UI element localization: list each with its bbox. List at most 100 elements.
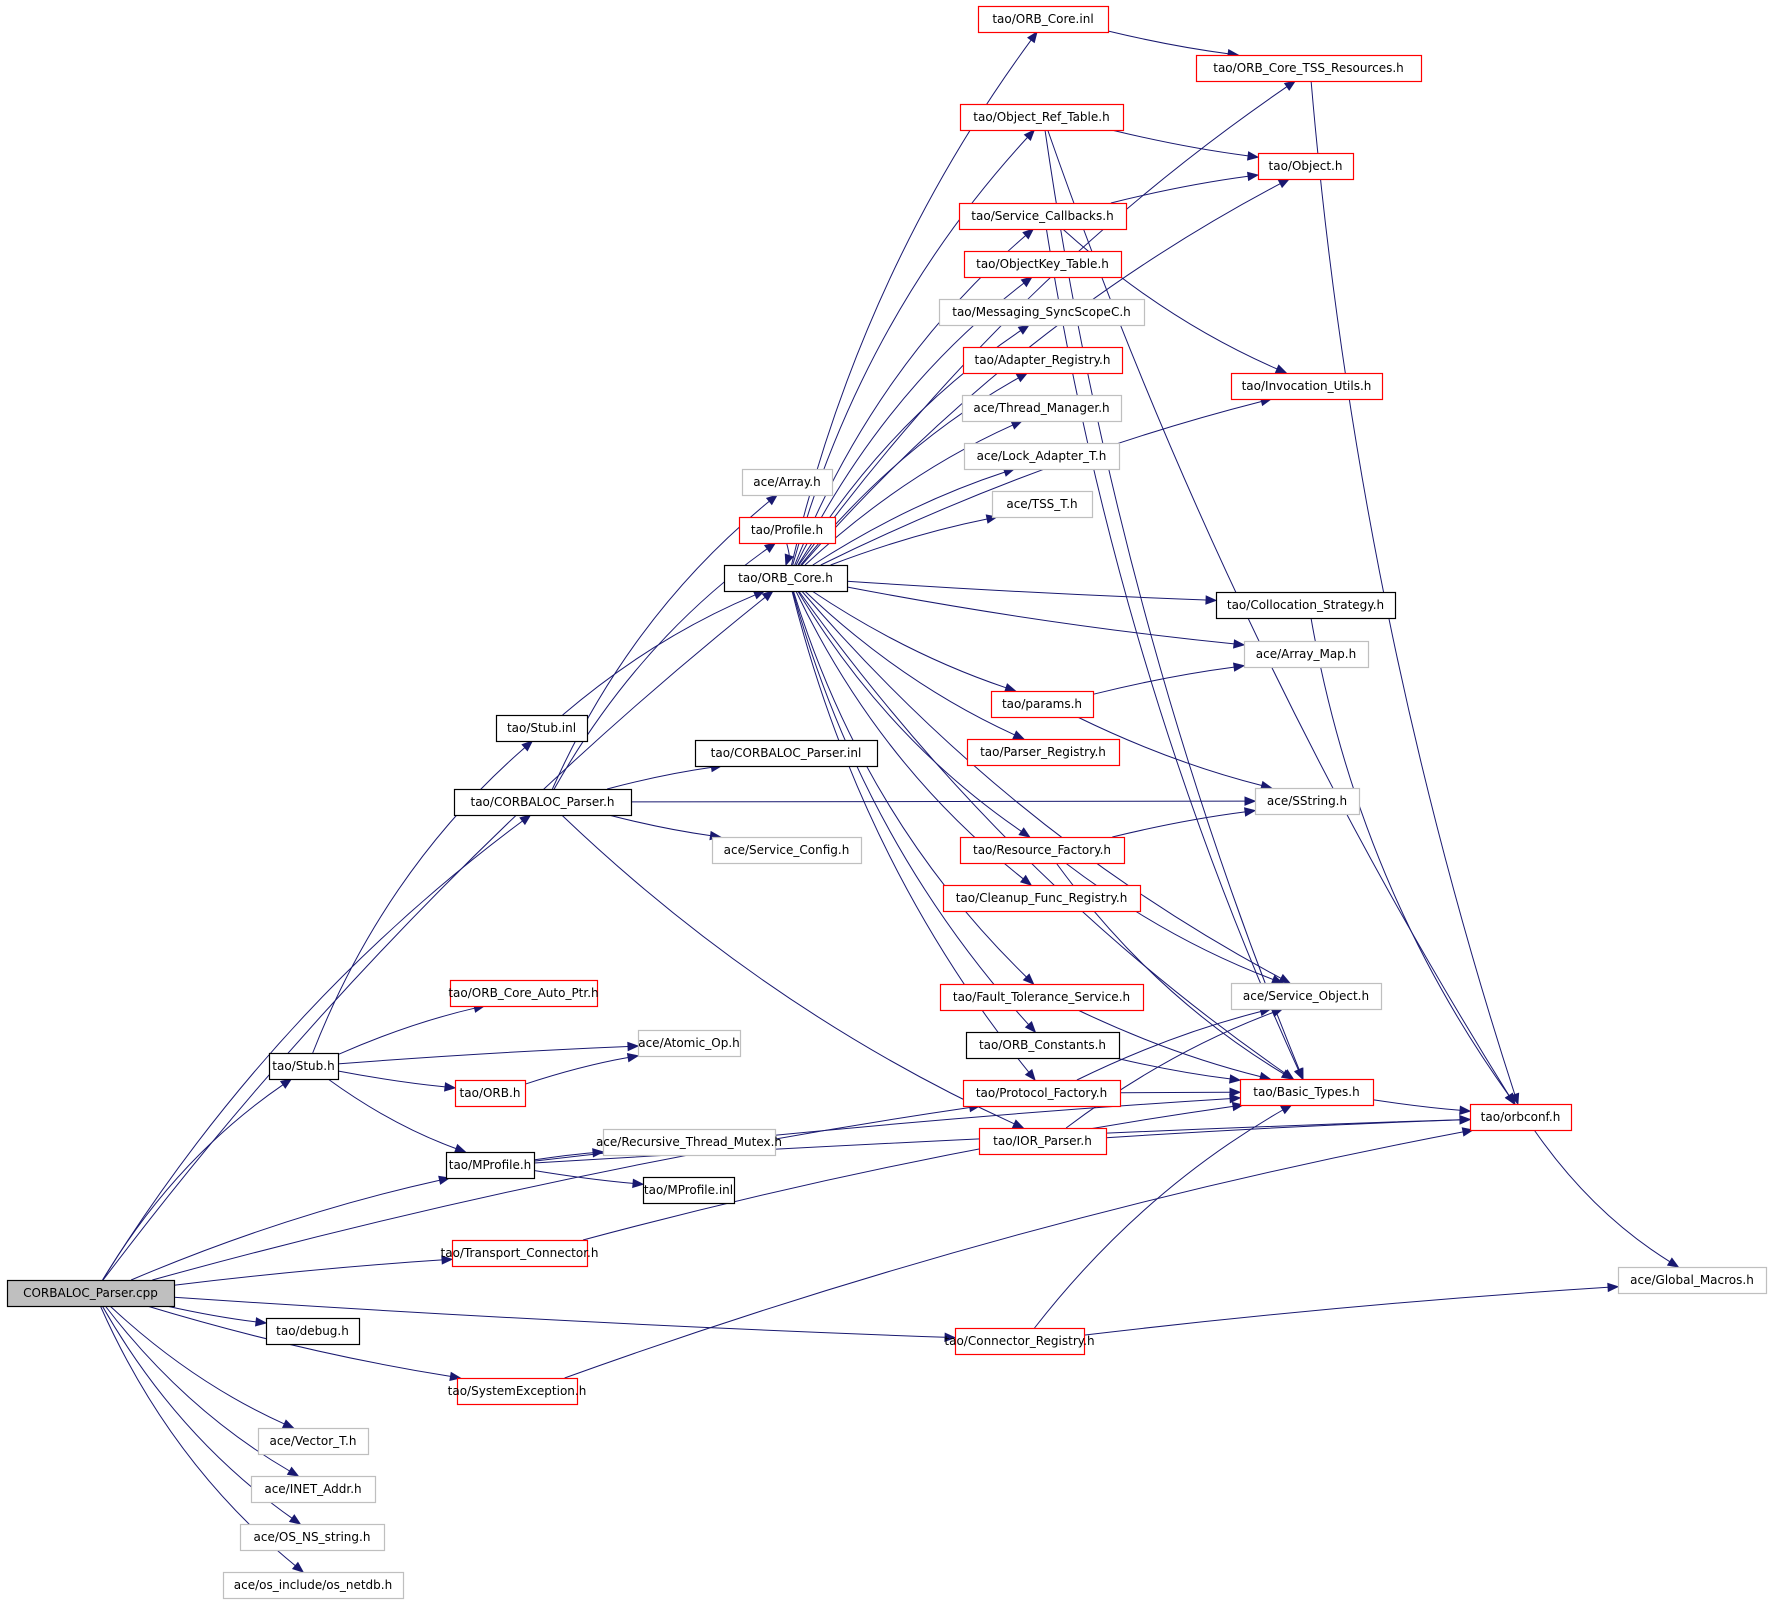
node-tss-res[interactable]: tao/ORB_Core_TSS_Resources.h	[1195, 54, 1423, 83]
node-box[interactable]	[965, 1031, 1121, 1060]
node-label[interactable]: tao/Basic_Types.h	[1253, 1085, 1359, 1099]
node-label[interactable]: tao/Connector_Registry.h	[944, 1334, 1094, 1348]
node-box[interactable]	[222, 1571, 405, 1600]
node-label[interactable]: tao/ORB.h	[460, 1086, 521, 1100]
node-box[interactable]	[250, 1475, 377, 1504]
node-orb-constants[interactable]: tao/ORB_Constants.h	[965, 1031, 1121, 1060]
node-svc-object[interactable]: ace/Service_Object.h	[1230, 982, 1383, 1011]
node-label[interactable]: ace/Recursive_Thread_Mutex.h	[596, 1135, 782, 1149]
node-mprofile-inl[interactable]: tao/MProfile.inl	[642, 1176, 736, 1205]
node-box[interactable]	[1239, 1078, 1375, 1107]
node-protocol-factory[interactable]: tao/Protocol_Factory.h	[962, 1079, 1122, 1108]
node-stub-inl[interactable]: tao/Stub.inl	[495, 714, 589, 743]
node-label[interactable]: tao/SystemException.h	[448, 1384, 587, 1398]
node-label[interactable]: tao/Resource_Factory.h	[973, 843, 1111, 857]
node-box[interactable]	[991, 490, 1094, 519]
node-corbaloc-h[interactable]: tao/CORBALOC_Parser.h	[453, 788, 633, 817]
node-root[interactable]: CORBALOC_Parser.cpp	[6, 1279, 176, 1308]
node-box[interactable]	[962, 1079, 1122, 1108]
node-box[interactable]	[453, 788, 633, 817]
node-connector-reg[interactable]: tao/Connector_Registry.h	[944, 1327, 1095, 1356]
node-label[interactable]: tao/Service_Callbacks.h	[971, 209, 1113, 223]
node-label[interactable]: ace/OS_NS_string.h	[254, 1530, 371, 1544]
node-box[interactable]	[445, 1151, 536, 1180]
node-label[interactable]: tao/Parser_Registry.h	[980, 745, 1106, 759]
node-label[interactable]: ace/Service_Config.h	[724, 843, 850, 857]
node-box[interactable]	[1254, 787, 1361, 816]
node-params[interactable]: tao/params.h	[990, 690, 1095, 719]
node-box[interactable]	[1617, 1266, 1768, 1295]
node-box[interactable]	[454, 1079, 527, 1108]
node-label[interactable]: tao/Object_Ref_Table.h	[973, 110, 1109, 124]
node-orb-h[interactable]: tao/ORB.h	[454, 1079, 527, 1108]
node-atomic-op[interactable]: ace/Atomic_Op.h	[637, 1029, 742, 1058]
node-box[interactable]	[268, 1052, 340, 1081]
node-label[interactable]: tao/Adapter_Registry.h	[975, 353, 1111, 367]
node-box[interactable]	[942, 884, 1142, 913]
node-label[interactable]: tao/CORBALOC_Parser.h	[471, 795, 615, 809]
node-mprofile-h[interactable]: tao/MProfile.h	[445, 1151, 536, 1180]
node-cleanup-func[interactable]: tao/Cleanup_Func_Registry.h	[942, 884, 1142, 913]
node-adapter-reg[interactable]: tao/Adapter_Registry.h	[962, 346, 1124, 375]
node-label[interactable]: ace/SString.h	[1267, 794, 1347, 808]
node-box[interactable]	[1230, 372, 1384, 401]
node-array-h[interactable]: ace/Array.h	[741, 468, 834, 497]
node-box[interactable]	[959, 103, 1125, 132]
node-label[interactable]: tao/Stub.h	[272, 1059, 334, 1073]
node-transport-conn[interactable]: tao/Transport_Connector.h	[441, 1239, 599, 1268]
node-label[interactable]: tao/ORB_Core_TSS_Resources.h	[1213, 61, 1404, 75]
node-box[interactable]	[723, 564, 849, 593]
node-label[interactable]: tao/ObjectKey_Table.h	[976, 257, 1109, 271]
node-label[interactable]: tao/debug.h	[276, 1324, 349, 1338]
node-box[interactable]	[1243, 640, 1370, 669]
node-label[interactable]: tao/ORB_Core_Auto_Ptr.h	[448, 986, 598, 1000]
node-orbconf[interactable]: tao/orbconf.h	[1469, 1103, 1573, 1132]
node-label[interactable]: ace/Thread_Manager.h	[973, 401, 1109, 415]
node-box[interactable]	[958, 202, 1128, 231]
node-box[interactable]	[939, 983, 1145, 1012]
node-box[interactable]	[711, 836, 863, 865]
node-box[interactable]	[741, 468, 834, 497]
node-object-h[interactable]: tao/Object.h	[1257, 152, 1355, 181]
node-label[interactable]: ace/Global_Macros.h	[1630, 1273, 1754, 1287]
node-os-ns-string[interactable]: ace/OS_NS_string.h	[239, 1523, 386, 1552]
node-label[interactable]: ace/Array_Map.h	[1256, 647, 1356, 661]
node-tss-t[interactable]: ace/TSS_T.h	[991, 490, 1094, 519]
node-label[interactable]: tao/Invocation_Utils.h	[1242, 379, 1372, 393]
node-label[interactable]: ace/os_include/os_netdb.h	[234, 1578, 392, 1592]
node-global-macros[interactable]: ace/Global_Macros.h	[1617, 1266, 1768, 1295]
node-vector-t[interactable]: ace/Vector_T.h	[257, 1427, 370, 1456]
node-sys-exception[interactable]: tao/SystemException.h	[448, 1377, 587, 1406]
node-parser-reg[interactable]: tao/Parser_Registry.h	[966, 738, 1121, 767]
node-label[interactable]: tao/Transport_Connector.h	[441, 1246, 599, 1260]
node-label[interactable]: tao/MProfile.h	[449, 1158, 532, 1172]
node-svc-config[interactable]: ace/Service_Config.h	[711, 836, 863, 865]
node-box[interactable]	[1215, 591, 1397, 620]
node-box[interactable]	[963, 442, 1121, 471]
node-label[interactable]: tao/ORB_Constants.h	[979, 1038, 1106, 1052]
node-colloc[interactable]: tao/Collocation_Strategy.h	[1215, 591, 1397, 620]
node-debug-h[interactable]: tao/debug.h	[265, 1317, 361, 1346]
node-box[interactable]	[1257, 152, 1355, 181]
node-orb-core-auto-ptr[interactable]: tao/ORB_Core_Auto_Ptr.h	[448, 979, 599, 1008]
node-box[interactable]	[961, 394, 1123, 423]
node-box[interactable]	[963, 250, 1123, 279]
node-orb-core-inl[interactable]: tao/ORB_Core.inl	[977, 5, 1110, 34]
node-stub-h[interactable]: tao/Stub.h	[268, 1052, 340, 1081]
node-label[interactable]: tao/Stub.inl	[507, 721, 576, 735]
node-label[interactable]: tao/MProfile.inl	[644, 1183, 733, 1197]
node-box[interactable]	[978, 1127, 1108, 1156]
node-objkey-table[interactable]: tao/ObjectKey_Table.h	[963, 250, 1123, 279]
node-inet-addr[interactable]: ace/INET_Addr.h	[250, 1475, 377, 1504]
node-box[interactable]	[1469, 1103, 1573, 1132]
node-corbaloc-inl[interactable]: tao/CORBALOC_Parser.inl	[694, 739, 879, 768]
node-label[interactable]: tao/CORBALOC_Parser.inl	[711, 746, 862, 760]
node-box[interactable]	[495, 714, 589, 743]
node-box[interactable]	[449, 979, 599, 1008]
node-box[interactable]	[990, 690, 1095, 719]
node-label[interactable]: ace/Lock_Adapter_T.h	[977, 449, 1107, 463]
node-ior-parser[interactable]: tao/IOR_Parser.h	[978, 1127, 1108, 1156]
node-label[interactable]: tao/Collocation_Strategy.h	[1227, 598, 1384, 612]
node-box[interactable]	[1230, 982, 1383, 1011]
node-thread-mgr[interactable]: ace/Thread_Manager.h	[961, 394, 1123, 423]
